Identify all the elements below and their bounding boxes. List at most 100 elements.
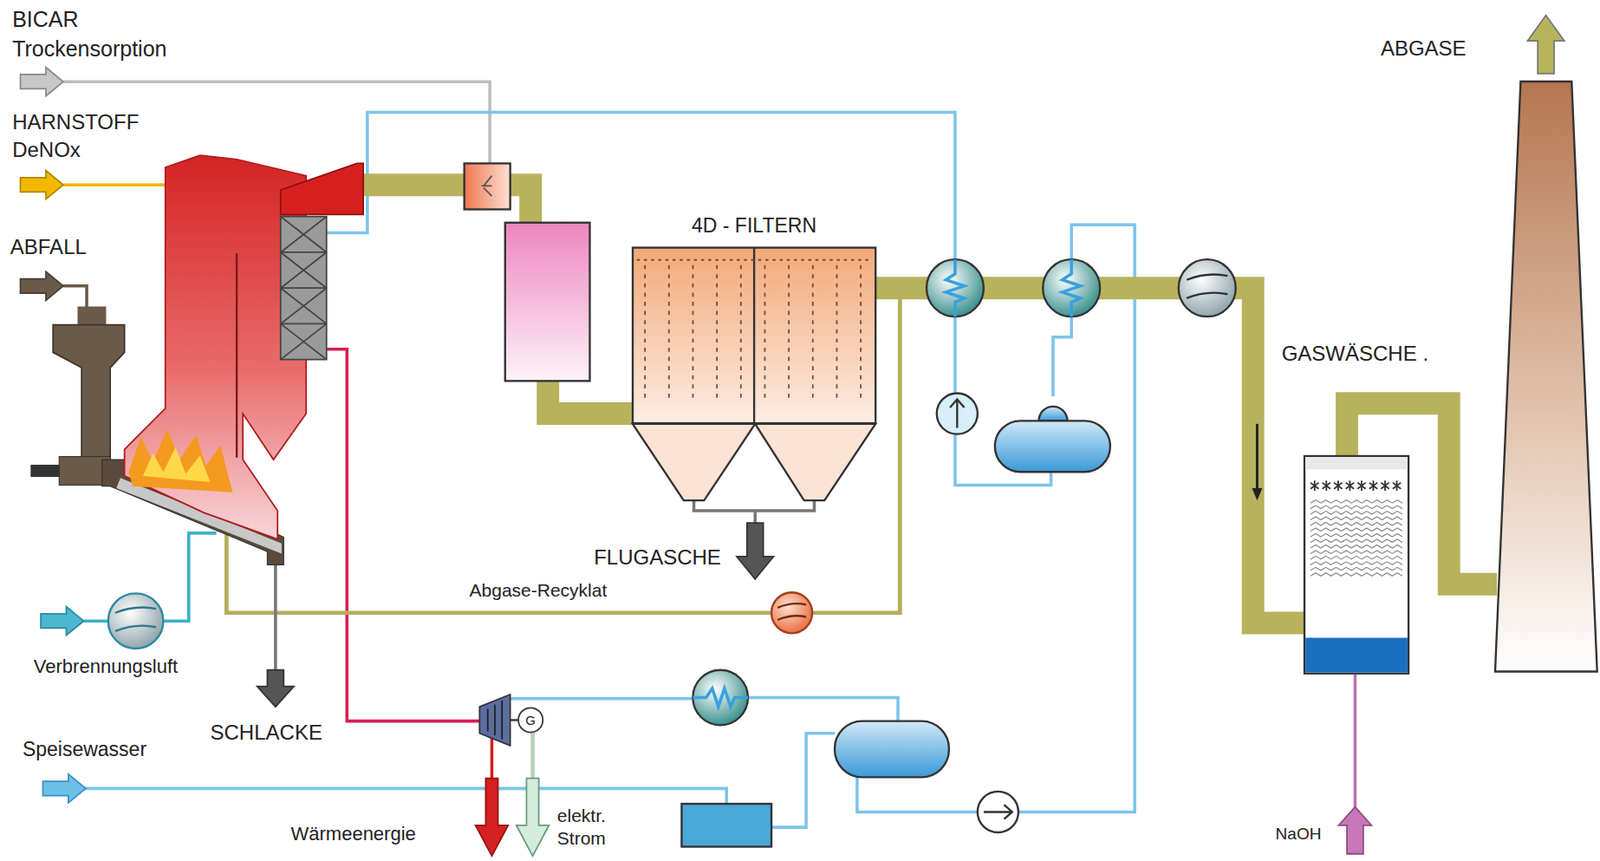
bundle-tubes (280, 216, 327, 360)
slag-arrow (257, 669, 294, 707)
urea-arrow (20, 170, 64, 200)
packing (1310, 567, 1403, 572)
naoh-line (1353, 673, 1358, 807)
condenser-coil (692, 688, 748, 707)
naoh-arrow (1339, 806, 1373, 854)
induced-draft-fan (1178, 259, 1236, 317)
scrubber-head (1305, 456, 1408, 469)
fan-blades (115, 606, 157, 631)
heat-exchanger (926, 259, 984, 317)
packing (1310, 556, 1403, 560)
flow-arrows (20, 15, 1565, 856)
output-label: Wärmeenergie (291, 822, 417, 846)
node-heading: 4D - FILTERN (632, 214, 876, 239)
spray-nozzle (1333, 481, 1342, 492)
input-label: Verbrennungsluft (33, 655, 178, 678)
filter-hopper (632, 423, 755, 501)
spray-nozzle (1310, 481, 1319, 492)
output-label: FLUGASCHE (593, 545, 722, 571)
filter-bag (740, 265, 742, 404)
ash-line (694, 500, 815, 523)
spray-nozzle (1391, 481, 1400, 492)
turbine-blades (487, 700, 502, 740)
flue-gas-duct (875, 287, 1304, 623)
line-label: Abgase-Recyklat (469, 578, 608, 601)
waste-arrow (20, 271, 64, 300)
condenser (692, 669, 748, 726)
expansion-tank (995, 420, 1111, 472)
heat-exchanger-bundle (280, 216, 327, 360)
packing (1310, 505, 1403, 509)
packing (1310, 539, 1403, 543)
generator-symbol-label: G (525, 712, 536, 726)
heat-exchanger-coil (1062, 259, 1081, 317)
urea-line (63, 182, 166, 187)
turbine (479, 694, 510, 746)
filter-bag (643, 265, 646, 404)
ash-arrow (736, 522, 774, 579)
pump-arrow (949, 399, 964, 429)
hopper-neck (77, 305, 106, 325)
flow-direction-shaft (1255, 423, 1259, 488)
gas-scrubber: GASWÄSCHE . (1304, 455, 1409, 674)
feed-hopper (52, 325, 124, 462)
filter-hopper (754, 423, 876, 501)
filter-bag (668, 265, 670, 404)
filter-bag (835, 265, 838, 404)
condenser-shell (692, 669, 748, 726)
exhaust-arrow (1527, 15, 1564, 74)
reaction-chamber (505, 222, 591, 382)
bag-filter: 4D - FILTERN (632, 203, 876, 423)
air-fan (108, 592, 164, 649)
feedwater-tank (834, 721, 950, 778)
pump-casing (977, 791, 1019, 833)
service-lines (63, 81, 1355, 827)
packing (1310, 550, 1403, 554)
steam-line (326, 349, 481, 722)
heat-arrow (475, 778, 509, 857)
boiler-outlet (280, 162, 364, 215)
pump-arrow (983, 804, 1013, 819)
spray-nozzle (1345, 481, 1353, 492)
output-label: SCHLACKE (210, 720, 323, 746)
input-label: ABFALL (10, 234, 87, 261)
node-outline (632, 203, 876, 423)
furnace (124, 155, 307, 540)
sorbent-arrow (20, 67, 64, 97)
stack-shell (1495, 81, 1598, 671)
tube-sheet (637, 259, 872, 261)
node-outline (1304, 455, 1409, 674)
input-label: BICAR Trockensorption (12, 5, 229, 65)
spray-nozzle (1321, 481, 1330, 492)
spray-marks (481, 175, 493, 197)
heat-exchanger-shell (1042, 259, 1100, 317)
filter-bag (787, 265, 790, 404)
packing (1310, 522, 1403, 527)
arrowhead (1252, 487, 1263, 501)
spray-nozzle (1357, 481, 1366, 492)
packing (1310, 572, 1403, 577)
power-line (531, 732, 535, 779)
flame (128, 429, 233, 493)
water-steam-cycle (479, 406, 1111, 847)
fan-casing (108, 592, 164, 649)
packing (1310, 500, 1403, 504)
node-heading: GASWÄSCHE . (1281, 341, 1429, 367)
power-arrow (516, 778, 550, 857)
air-arrow (40, 606, 84, 636)
input-label: Speisewasser (22, 737, 147, 762)
filter-bag (859, 265, 862, 404)
pump (936, 393, 978, 435)
heat-exchanger-shell (926, 259, 984, 317)
filter-bag (812, 265, 814, 404)
packing (1310, 533, 1403, 538)
input-label: HARNSTOFF DeNOx (12, 108, 177, 165)
generator (518, 707, 543, 732)
filter-bag (715, 265, 718, 404)
fan-blades (777, 603, 807, 620)
filter-bag (763, 265, 766, 404)
fan-casing (771, 591, 813, 633)
wash-liquid (1305, 637, 1408, 673)
feedwater-arrow (42, 773, 85, 803)
spray-nozzle (1368, 481, 1377, 492)
